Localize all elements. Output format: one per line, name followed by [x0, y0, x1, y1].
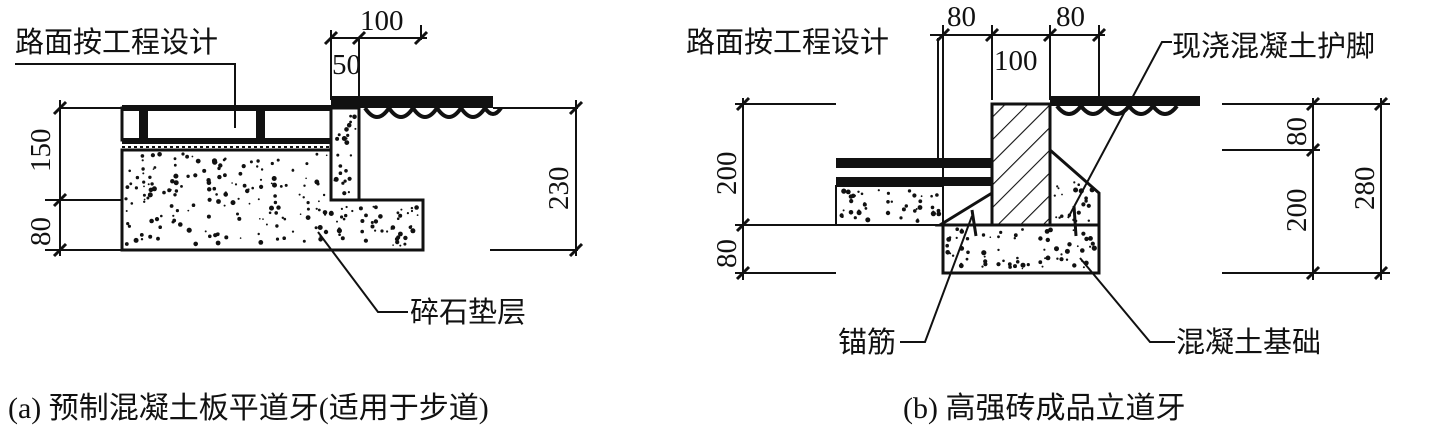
left-caption: (a) 预制混凝土板平道牙(适用于步道)	[8, 392, 489, 425]
right-pavement-base	[835, 185, 944, 226]
right-soil-edge	[1055, 102, 1179, 116]
left-drawing: 路面按工程设计 碎石垫层 100 50 150 80 230 (a) 预制混凝土…	[8, 5, 584, 425]
left-gravel-texture	[124, 152, 419, 247]
right-foundation-callout: 混凝土基础	[1176, 326, 1321, 359]
left-dim-50: 50	[332, 49, 361, 81]
right-dim-80-left: 80	[947, 1, 976, 33]
right-caption: (b) 高强砖成品立道牙	[903, 392, 1185, 425]
right-pavement-callout: 路面按工程设计	[686, 26, 889, 59]
right-dim-200-right: 200	[1281, 189, 1313, 233]
left-dim-100: 100	[360, 5, 404, 37]
right-dim-200-left: 200	[711, 152, 743, 196]
right-dim-80-right-v: 80	[1281, 117, 1313, 146]
left-pavement-callout: 路面按工程设计	[15, 26, 218, 59]
left-soil-edge	[363, 104, 503, 119]
left-gravel-callout: 碎石垫层	[410, 296, 526, 329]
right-rebar-callout: 锚筋	[838, 326, 896, 359]
right-dim-80-left-v: 80	[711, 239, 743, 268]
right-guard-texture	[1053, 181, 1095, 223]
right-foundation-texture	[945, 227, 1097, 270]
right-guard-callout: 现浇混凝土护脚	[1172, 30, 1375, 63]
right-pavement-texture	[839, 188, 942, 223]
left-curb-texture	[333, 114, 357, 196]
right-left-guard	[934, 190, 994, 227]
right-dim-80-right: 80	[1056, 1, 1085, 33]
right-dim-100: 100	[994, 45, 1038, 77]
left-dim-80: 80	[25, 217, 57, 246]
left-precast-curb	[329, 106, 361, 202]
left-dim-230: 230	[543, 167, 575, 211]
left-dim-150: 150	[25, 129, 57, 173]
left-pavement-slab	[120, 106, 333, 142]
right-brick-curb	[990, 102, 1052, 227]
right-drawing: 路面按工程设计 现浇混凝土护脚 锚筋 混凝土基础 80 80 100 200 8…	[686, 1, 1390, 425]
right-dim-280: 280	[1349, 167, 1381, 211]
